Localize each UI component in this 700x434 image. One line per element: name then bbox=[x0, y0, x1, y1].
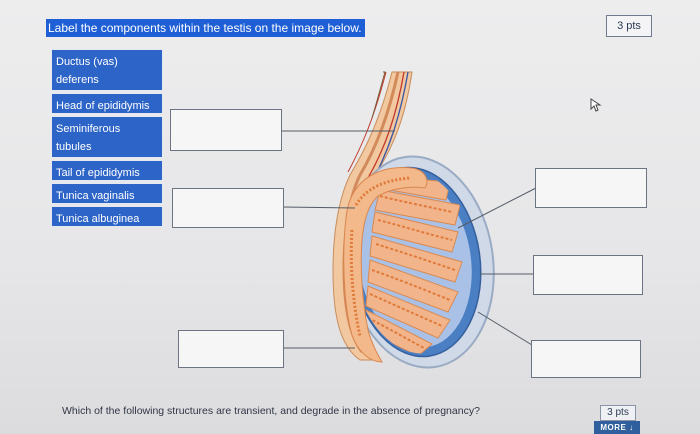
cursor-icon bbox=[590, 98, 602, 112]
next-question-text: Which of the following structures are tr… bbox=[62, 405, 480, 417]
leader-lines bbox=[281, 130, 537, 349]
label-tunica-vaginalis[interactable]: Tunica vaginalis bbox=[51, 183, 163, 204]
label-tunica-albuginea[interactable]: Tunica albuginea bbox=[51, 206, 163, 227]
label-head-of-epididymis[interactable]: Head of epididymis bbox=[51, 93, 163, 114]
arrow-down-icon: ↓ bbox=[629, 423, 634, 432]
drop-zone-5[interactable] bbox=[533, 255, 643, 295]
drop-zone-4[interactable] bbox=[535, 168, 647, 208]
label-tail-of-epididymis[interactable]: Tail of epididymis bbox=[51, 160, 163, 181]
more-label: MORE bbox=[600, 423, 627, 432]
label-ductus-deferens[interactable]: Ductus (vas) deferens bbox=[51, 49, 163, 91]
drop-zone-2[interactable] bbox=[172, 188, 284, 228]
epididymis-shape bbox=[343, 166, 428, 363]
more-button[interactable]: MORE ↓ bbox=[594, 421, 640, 434]
seminiferous-tubules-shape bbox=[363, 175, 463, 357]
question-title: Label the components within the testis o… bbox=[46, 19, 365, 37]
points-badge: 3 pts bbox=[606, 15, 652, 37]
drop-zone-1[interactable] bbox=[170, 109, 282, 151]
label-seminiferous-tubules[interactable]: Seminiferous tubules bbox=[51, 116, 163, 158]
drop-zone-3[interactable] bbox=[178, 330, 284, 368]
next-question-points: 3 pts bbox=[600, 405, 636, 421]
drop-zone-6[interactable] bbox=[531, 340, 641, 378]
